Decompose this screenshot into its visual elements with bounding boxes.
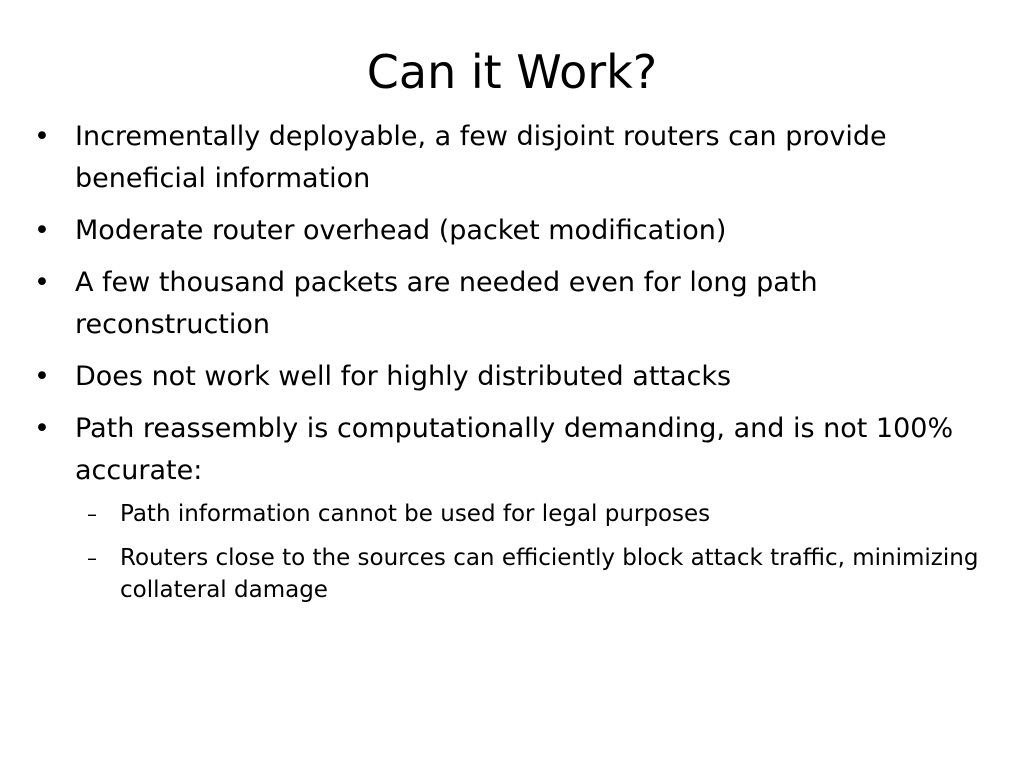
bullet-item: • A few thousand packets are needed even… <box>28 262 998 346</box>
sub-bullet-text: Path information cannot be used for lega… <box>120 501 711 527</box>
bullet-text: A few thousand packets are needed even f… <box>75 267 818 340</box>
bullet-dot-icon: • <box>34 215 50 246</box>
bullet-dot-icon: • <box>34 413 50 444</box>
bullet-text: Path reassembly is computationally deman… <box>75 413 954 486</box>
dash-icon: – <box>87 546 97 570</box>
bullet-text: Moderate router overhead (packet modific… <box>75 215 727 246</box>
sub-bullet-item: – Routers close to the sources can effic… <box>75 542 998 606</box>
sub-bullet-item: – Path information cannot be used for le… <box>75 498 998 530</box>
bullet-item: • Does not work well for highly distribu… <box>28 356 998 398</box>
dash-icon: – <box>87 502 97 526</box>
bullet-dot-icon: • <box>34 267 50 298</box>
slide-title: Can it Work? <box>366 45 658 99</box>
bullet-dot-icon: • <box>34 121 50 152</box>
bullet-item: • Incrementally deployable, a few disjoi… <box>28 116 998 200</box>
bullet-text: Incrementally deployable, a few disjoint… <box>75 121 887 194</box>
bullet-text: Does not work well for highly distribute… <box>75 361 732 392</box>
bullet-item: • Moderate router overhead (packet modif… <box>28 210 998 252</box>
sub-bullet-list: – Path information cannot be used for le… <box>75 498 998 606</box>
sub-bullet-text: Routers close to the sources can efficie… <box>120 545 979 603</box>
bullet-list: • Incrementally deployable, a few disjoi… <box>28 116 998 618</box>
bullet-dot-icon: • <box>34 361 50 392</box>
bullet-item: • Path reassembly is computationally dem… <box>28 408 998 606</box>
